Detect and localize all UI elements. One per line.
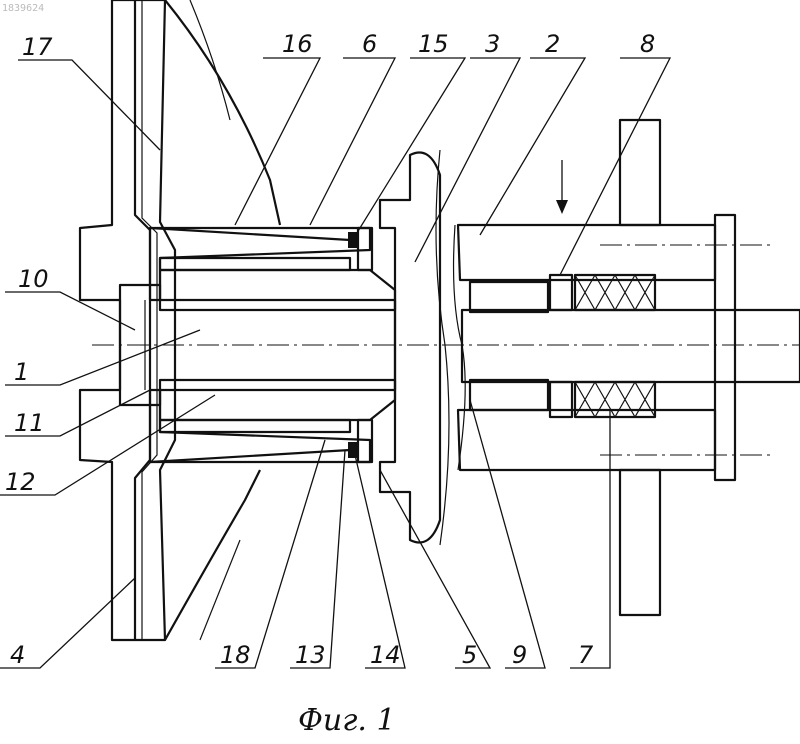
flow-arrow-head (556, 200, 568, 214)
label-12: 12 (5, 468, 36, 496)
label-16: 16 (282, 30, 313, 58)
packing-upper (470, 282, 548, 312)
liner-lower (160, 420, 350, 432)
label-7: 7 (578, 641, 594, 669)
lantern-ring-lower (550, 382, 572, 417)
label-17: 17 (22, 33, 53, 61)
shaft-right (462, 310, 800, 382)
label-6: 6 (362, 30, 377, 58)
label-2: 2 (545, 30, 560, 58)
channel-upper (150, 228, 350, 240)
spring-rings (575, 275, 655, 417)
label-4: 4 (10, 641, 25, 669)
leaders-bottom (215, 400, 610, 668)
figure-caption: Фиг. 1 (298, 703, 396, 738)
flange-plate (380, 153, 440, 543)
leaders-top (18, 58, 670, 275)
label-9: 9 (512, 641, 527, 669)
label-15: 15 (418, 30, 449, 58)
part-labels: 17 16 6 15 3 2 8 10 1 11 12 4 18 13 14 5… (5, 30, 655, 669)
label-14: 14 (370, 641, 401, 669)
label-3: 3 (485, 30, 500, 58)
seal-lower (348, 442, 358, 458)
watermark: 1839624 (2, 3, 44, 14)
label-18: 18 (220, 641, 251, 669)
label-8: 8 (640, 30, 655, 58)
impeller-disk (80, 0, 280, 640)
liner-upper (160, 258, 350, 270)
label-10: 10 (18, 265, 49, 293)
housing (458, 120, 735, 615)
label-5: 5 (462, 641, 477, 669)
label-1: 1 (14, 358, 29, 386)
packing-lower (470, 380, 548, 410)
label-13: 13 (295, 641, 326, 669)
label-11: 11 (14, 409, 45, 437)
